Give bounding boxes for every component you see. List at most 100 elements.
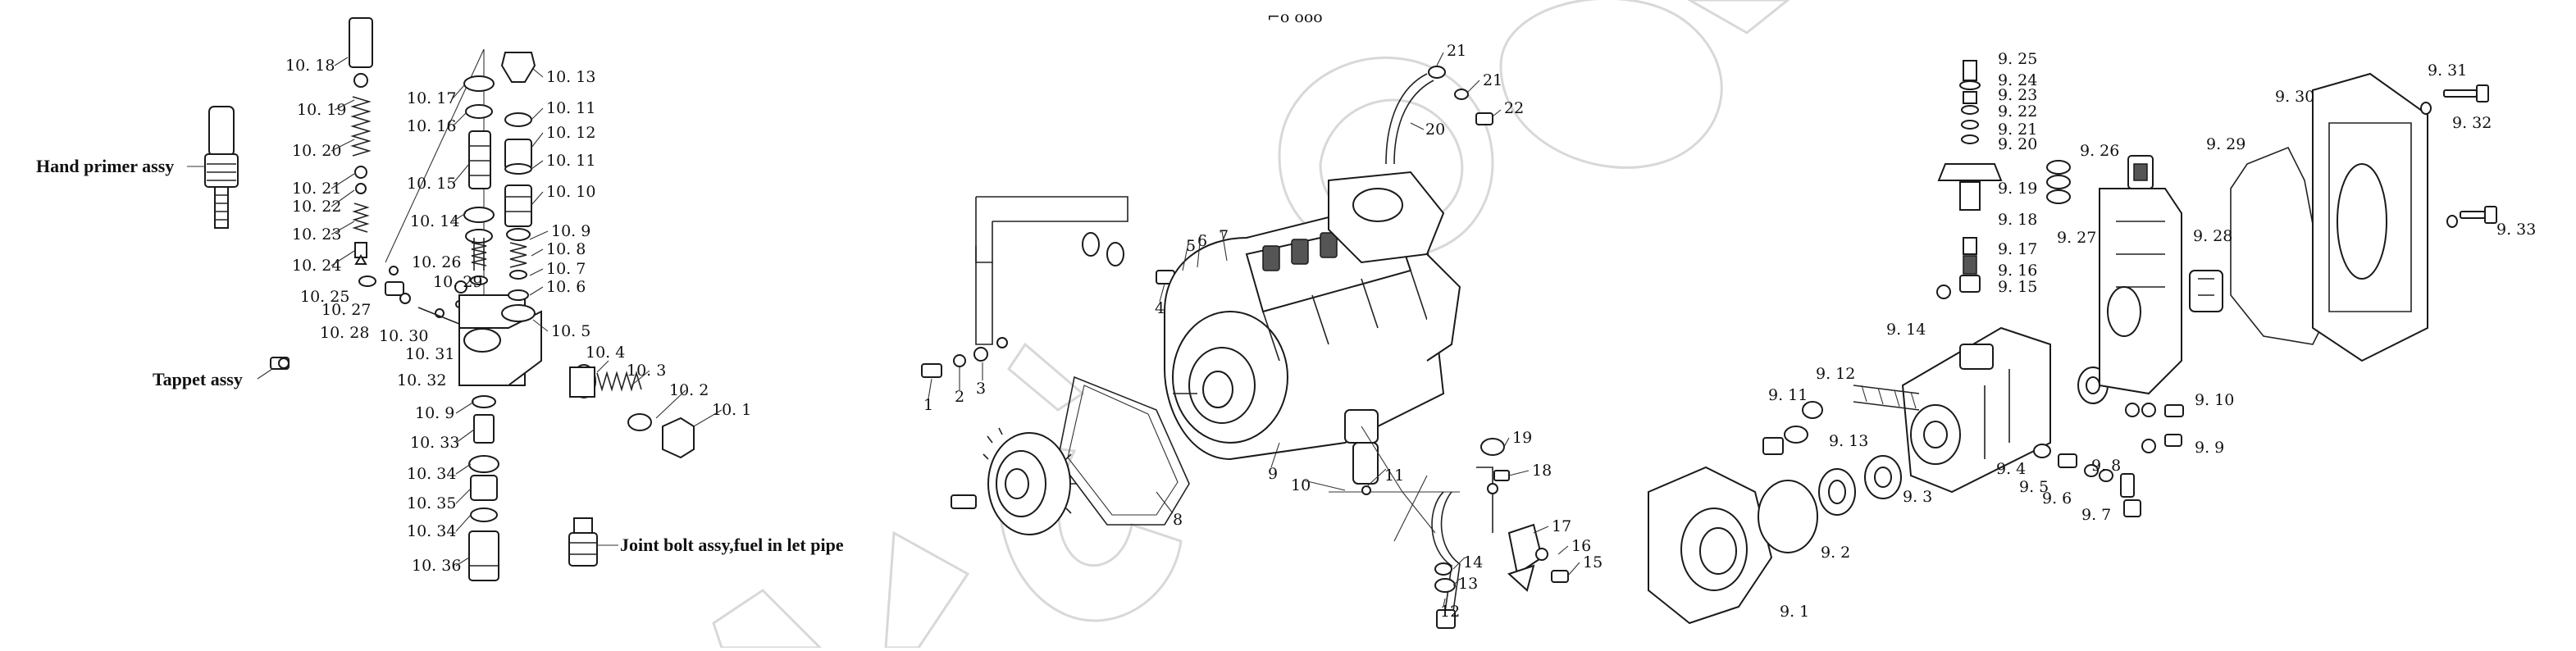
label-10-1: 10. 1: [712, 401, 751, 419]
label-10-36: 10. 36: [412, 557, 461, 575]
group-9-assembly: 9. 25 9. 24 9. 23 9. 22 9. 21 9. 20 9. 1…: [1648, 50, 2536, 625]
label-2: 2: [955, 388, 964, 406]
label-9-25: 9. 25: [1998, 50, 2037, 68]
main-labels: 1 2 3 4 5 6 7 8 9 10 11 12 13 14 15 16 1…: [923, 42, 1603, 621]
label-10: 10: [1291, 476, 1311, 494]
label-9-14: 9. 14: [1886, 321, 1926, 339]
label-10-9a: 10. 9: [551, 222, 590, 240]
label-9-6: 9. 6: [2042, 489, 2072, 508]
label-16: 16: [1571, 537, 1591, 555]
label-9-19: 9. 19: [1998, 180, 2037, 198]
label-3: 3: [976, 380, 986, 398]
label-10-18: 10. 18: [285, 57, 335, 75]
label-9: 9: [1268, 465, 1278, 483]
label-10-9b: 10. 9: [415, 404, 454, 422]
label-9-31: 9. 31: [2428, 61, 2467, 80]
label-10-15: 10. 15: [407, 175, 456, 193]
label-9-18: 9. 18: [1998, 211, 2037, 229]
label-9-23: 9. 23: [1998, 86, 2037, 104]
label-15: 15: [1583, 553, 1603, 571]
label-10-4: 10. 4: [586, 344, 625, 362]
main-pump-assembly: 1 2 3 4 5 6 7 8 9 10 11 12 13 14 15 16 1…: [921, 42, 1603, 629]
label-10-14: 10. 14: [410, 212, 459, 230]
label-10-33: 10. 33: [410, 434, 459, 452]
group-10-labels: 10. 18 10. 19 10. 20 10. 21 10. 22 10. 2…: [285, 57, 751, 575]
label-10-11b: 10. 11: [546, 152, 595, 170]
label-9-1: 9. 1: [1780, 603, 1809, 621]
label-10-12: 10. 12: [546, 124, 595, 142]
label-11: 11: [1384, 467, 1404, 485]
label-7: 7: [1219, 227, 1229, 245]
label-9-9: 9. 9: [2195, 439, 2224, 457]
label-10-19: 10. 19: [297, 101, 346, 119]
tappet-assy-label: Tappet assy: [153, 369, 243, 389]
label-4: 4: [1155, 299, 1165, 317]
label-9-4: 9. 4: [1996, 460, 2026, 478]
label-9-26: 9. 26: [2080, 142, 2119, 160]
label-9-11: 9. 11: [1768, 386, 1808, 404]
label-9-29: 9. 29: [2206, 135, 2245, 153]
label-13: 13: [1458, 575, 1478, 593]
label-10-2: 10. 2: [669, 381, 709, 399]
label-8: 8: [1173, 511, 1183, 529]
label-9-21: 9. 21: [1998, 121, 2037, 139]
label-10-5: 10. 5: [551, 322, 590, 340]
label-6: 6: [1197, 232, 1207, 250]
label-9-30: 9. 30: [2275, 88, 2314, 106]
label-10-7: 10. 7: [546, 260, 586, 278]
label-9-24: 9. 24: [1998, 71, 2037, 89]
label-19: 19: [1512, 429, 1532, 447]
hand-primer-assy-label: Hand primer assy: [36, 156, 174, 176]
label-10-27: 10. 27: [321, 301, 371, 319]
label-9-7: 9. 7: [2081, 506, 2111, 524]
label-10-34b: 10. 34: [407, 522, 456, 540]
label-10-32: 10. 32: [397, 371, 446, 389]
label-10-24: 10. 24: [292, 257, 341, 275]
label-9-2: 9. 2: [1821, 544, 1850, 562]
label-9-17: 9. 17: [1998, 240, 2037, 258]
label-10-28: 10. 28: [320, 324, 369, 342]
label-10-8: 10. 8: [546, 240, 586, 258]
label-12: 12: [1440, 603, 1460, 621]
leader-lines: [331, 52, 1580, 608]
label-21a: 21: [1447, 42, 1466, 60]
label-9-10: 9. 10: [2195, 391, 2234, 409]
label-10-16: 10. 16: [407, 117, 456, 135]
label-10-29: 10. 29: [433, 273, 482, 291]
label-9-22: 9. 22: [1998, 102, 2037, 121]
label-10-34a: 10. 34: [407, 465, 456, 483]
label-20: 20: [1425, 121, 1445, 139]
label-9-32: 9. 32: [2452, 114, 2492, 132]
label-9-16: 9. 16: [1998, 262, 2037, 280]
label-10-6: 10. 6: [546, 278, 586, 296]
top-note: ⌐o ooo: [1267, 8, 1323, 26]
label-10-23: 10. 23: [292, 225, 341, 244]
label-9-28: 9. 28: [2193, 227, 2232, 245]
label-21b: 21: [1483, 71, 1502, 89]
hand-primer-part: [204, 106, 239, 229]
label-10-13: 10. 13: [546, 68, 595, 86]
label-10-20: 10. 20: [292, 142, 341, 160]
label-10-11a: 10. 11: [546, 99, 595, 117]
label-9-13: 9. 13: [1829, 432, 1868, 450]
label-10-21: 10. 21: [292, 180, 341, 198]
label-14: 14: [1463, 553, 1483, 571]
label-9-3: 9. 3: [1903, 488, 1932, 506]
label-9-12: 9. 12: [1816, 365, 1855, 383]
label-10-17: 10. 17: [407, 89, 456, 107]
group-9-labels: 9. 25 9. 24 9. 23 9. 22 9. 21 9. 20 9. 1…: [1768, 50, 2536, 621]
label-10-30: 10. 30: [379, 327, 428, 345]
label-10-25: 10. 25: [300, 288, 349, 306]
group-10-assembly: Hand primer assy Tappet assy: [36, 17, 844, 581]
label-9-5: 9. 5: [2019, 478, 2049, 496]
label-10-3: 10. 3: [627, 362, 666, 380]
label-10-35: 10. 35: [407, 494, 456, 512]
joint-bolt-assy-label: Joint bolt assy,fuel in let pipe: [620, 535, 844, 555]
label-17: 17: [1552, 517, 1571, 535]
label-9-27: 9. 27: [2057, 229, 2096, 247]
label-10-10: 10. 10: [546, 183, 595, 201]
label-9-8: 9. 8: [2091, 457, 2121, 475]
label-22: 22: [1504, 99, 1524, 117]
label-1: 1: [923, 396, 933, 414]
